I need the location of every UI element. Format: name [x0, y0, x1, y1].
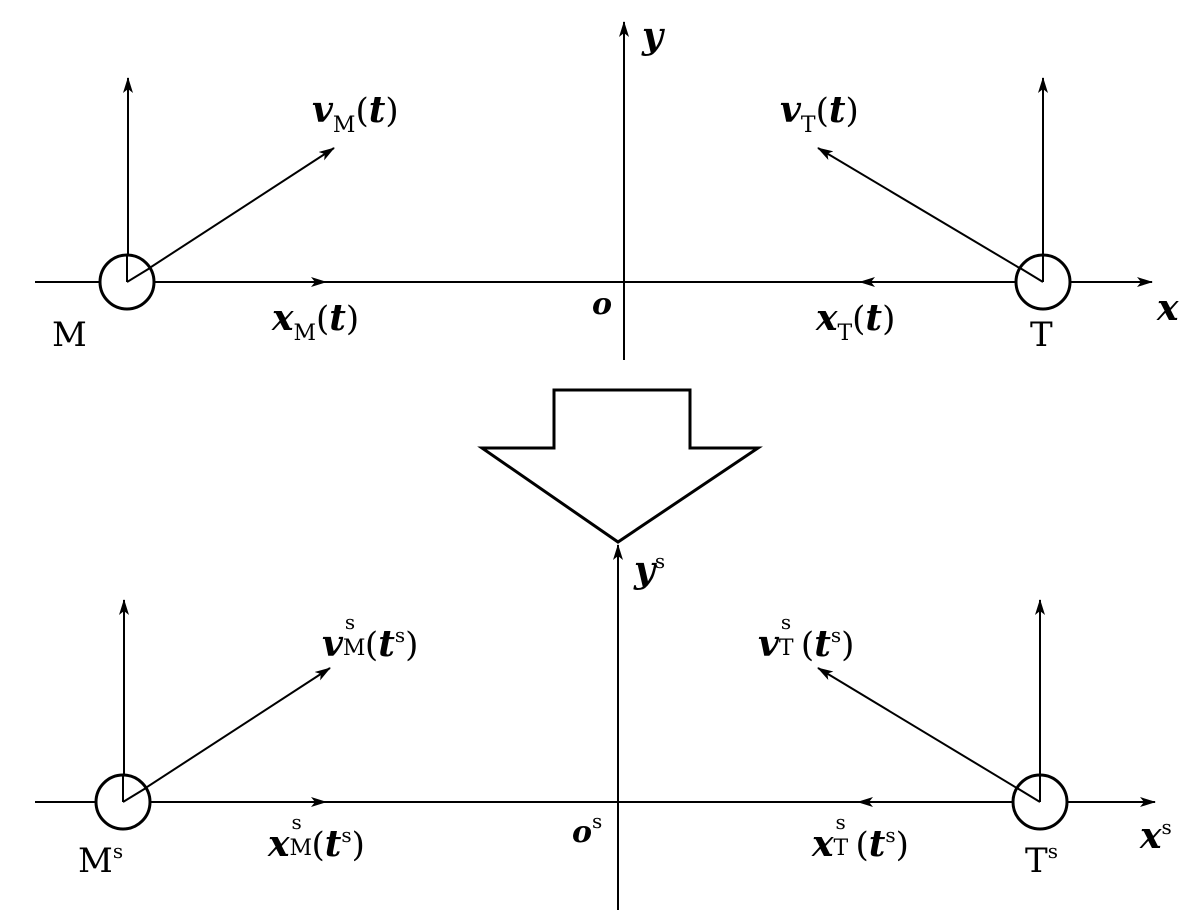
bottom-vt-arrow	[817, 667, 1041, 803]
bottom-missile-symbol: M	[78, 841, 113, 881]
top-xt-close-paren: )	[882, 299, 896, 339]
bottom-xt-sub: T	[833, 836, 849, 861]
top-xm-close-paren: )	[345, 299, 360, 339]
bottom-xt-symbol: x	[812, 823, 834, 865]
bottom-xm-arg: t	[324, 823, 342, 865]
top-vm-arg: t	[368, 89, 386, 131]
top-vm-close-paren: )	[385, 91, 399, 131]
top-target-inner-tick2	[1019, 267, 1044, 283]
bottom-x-axis-sup: s	[1161, 815, 1172, 839]
bottom-vt-open-paren: (	[800, 625, 815, 665]
bottom-vt-symbol: v	[758, 623, 779, 665]
top-target-label: T	[1030, 315, 1053, 355]
top-y-axis-label: y	[642, 15, 663, 57]
top-vt-subscript: T	[800, 113, 816, 138]
top-xt-symbol: x	[816, 297, 838, 339]
transform-block-arrow	[477, 388, 763, 544]
bottom-target-symbol: T	[1025, 841, 1048, 881]
top-vt-open-paren: (	[815, 91, 829, 131]
top-xm-arg: t	[329, 297, 346, 339]
bottom-xm-sub: M	[289, 836, 312, 861]
bottom-vm-arrow	[123, 667, 331, 803]
bottom-vm-close-paren: )	[405, 625, 419, 665]
top-xm-open-paren: (	[316, 299, 330, 339]
bottom-vm-arg: t	[378, 623, 395, 665]
top-xm-subscript: M	[293, 321, 316, 346]
bottom-missile-sup: s	[112, 839, 124, 863]
bottom-target-sup: s	[1047, 839, 1058, 863]
bottom-xm-close-paren: )	[351, 825, 365, 865]
top-vt-arrow	[817, 147, 1044, 283]
bottom-target-label: Ts	[1025, 841, 1058, 881]
top-xt-subscript: T	[837, 321, 853, 346]
bottom-xt-open-paren: (	[855, 825, 869, 865]
top-xm-symbol: x	[272, 297, 294, 339]
bottom-xm-symbol: x	[268, 823, 290, 865]
bottom-missile-label: Ms	[78, 841, 123, 881]
top-xt-open-paren: (	[852, 299, 866, 339]
bottom-x-axis-label: xs	[1140, 815, 1172, 857]
bottom-vt-sub: T	[778, 636, 794, 661]
bottom-vt-close-paren: )	[841, 625, 855, 665]
top-xt-arg: t	[865, 297, 883, 339]
top-xm-label: xM(t)	[272, 297, 360, 345]
bottom-target-inner-tick2	[1016, 787, 1041, 803]
top-origin-label: o	[592, 287, 613, 322]
bottom-vm-sup: s	[344, 610, 356, 634]
top-vt-arg: t	[828, 89, 846, 131]
top-vm-open-paren: (	[355, 91, 369, 131]
bottom-xt-arg-sup: s	[885, 823, 896, 847]
bottom-origin-sup: s	[592, 809, 603, 833]
top-vt-label: vT(t)	[780, 89, 859, 137]
top-xt-label: xT(t)	[816, 297, 896, 345]
bottom-missile-inner-tick2	[122, 787, 147, 803]
bottom-xt-sup: s	[835, 810, 846, 834]
bottom-xm-open-paren: (	[311, 825, 325, 865]
top-missile-label: M	[52, 315, 87, 355]
top-vm-subscript: M	[332, 113, 356, 138]
bottom-origin-label: os	[572, 811, 602, 850]
top-x-axis-label: x	[1157, 287, 1179, 329]
bottom-vt-sup: s	[780, 610, 792, 634]
bottom-xm-arg-sup: s	[341, 823, 352, 847]
bottom-y-axis-symbol: y	[634, 549, 655, 591]
bottom-y-axis-label: ys	[634, 549, 666, 591]
bottom-vm-arg-sup: s	[394, 623, 406, 647]
bottom-vt-arg-sup: s	[830, 623, 842, 647]
bottom-xt-close-paren: )	[895, 825, 909, 865]
bottom-vm-sub: M	[342, 636, 366, 661]
bottom-y-axis-sup: s	[654, 549, 666, 573]
bottom-origin-symbol: o	[572, 815, 593, 850]
bottom-xt-arg: t	[868, 823, 886, 865]
top-vt-symbol: v	[780, 89, 801, 131]
bottom-x-axis-symbol: x	[1140, 815, 1162, 857]
top-vm-arrow	[127, 147, 335, 283]
top-missile-inner-tick2	[126, 267, 151, 283]
bottom-vm-symbol: v	[322, 623, 343, 665]
top-vt-close-paren: )	[845, 91, 859, 131]
top-vm-symbol: v	[312, 89, 333, 131]
bottom-vm-open-paren: (	[364, 625, 379, 665]
top-vm-label: vM(t)	[312, 89, 399, 137]
bottom-vt-arg: t	[814, 623, 831, 665]
bottom-xm-sup: s	[291, 810, 302, 834]
